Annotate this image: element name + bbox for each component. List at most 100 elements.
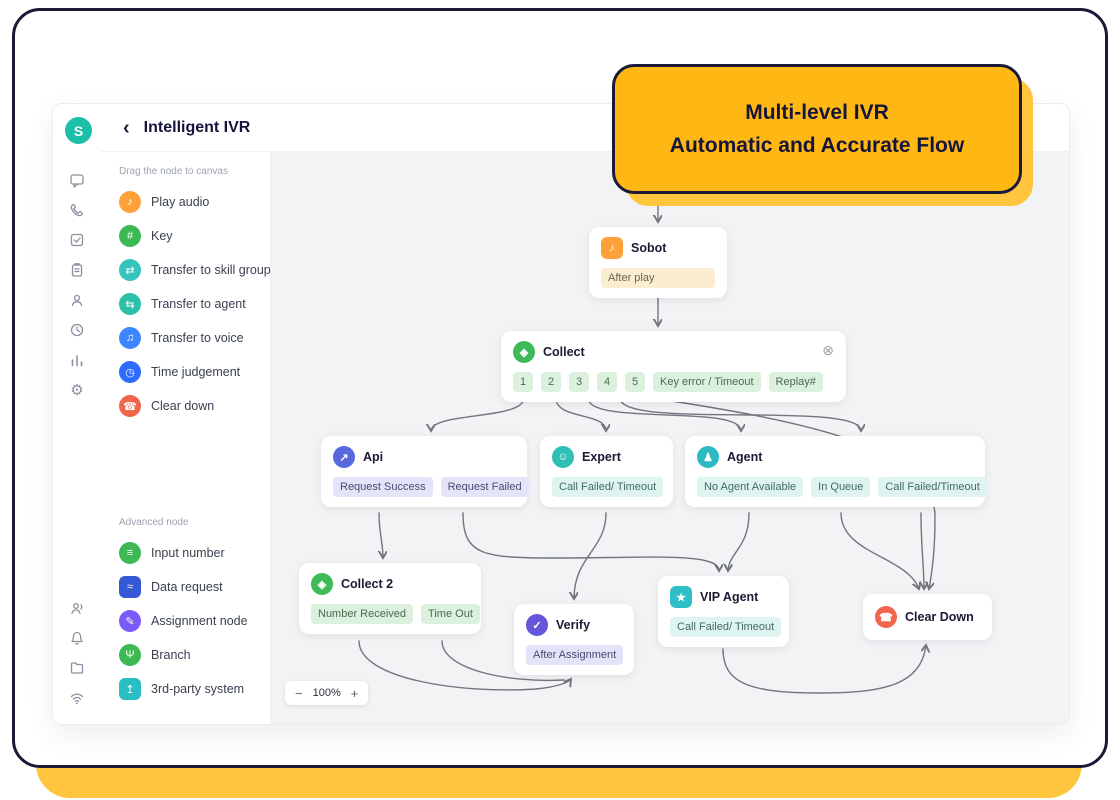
port-after-assignment: After Assignment [526,645,624,665]
palette-item-label: Data request [151,580,223,594]
palette-item-clear-down[interactable]: ☎ Clear down [101,389,270,423]
palette-item-assignment-node[interactable]: ✎ Assignment node [101,604,270,638]
flow-node-expert[interactable]: ☺ Expert Call Failed/ Timeout [540,436,673,507]
port-call-failed-timeout: Call Failed/ Timeout [670,617,782,637]
palette-item-time-judgement[interactable]: ◷ Time judgement [101,355,270,389]
port-request-failed: Request Failed [440,477,529,497]
node-title: Verify [556,618,591,632]
agent-icon: ♟ [697,446,719,468]
sobot-audio-icon: ♪ [601,237,623,259]
advanced-section-label: Advanced node [119,517,189,528]
api-icon: ↗ [333,446,355,468]
contacts-icon[interactable] [63,288,91,312]
palette-item-transfer-agent[interactable]: ⇆ Transfer to agent [101,287,270,321]
flow-node-api[interactable]: ↗ Api Request Success Request Failed [321,436,529,507]
port-in-queue: In Queue [811,477,871,497]
node-title: Expert [582,450,621,464]
palette-item-input-number[interactable]: ≡ Input number [101,536,270,570]
palette-item-label: Play audio [151,195,210,209]
close-icon[interactable]: ⊗ [822,342,834,358]
palette-item-label: Input number [151,546,225,560]
palette-item-transfer-voice[interactable]: ♫ Transfer to voice [101,321,270,355]
play-audio-icon: ♪ [119,191,141,213]
node-palette: Drag the node to canvas ♪ Play audio # K… [101,152,271,724]
clear-down-icon: ☎ [119,395,141,417]
assignment-node-icon: ✎ [119,610,141,632]
vip-agent-icon: ★ [670,586,692,608]
flow-node-verify[interactable]: ✓ Verify After Assignment [514,604,634,675]
transfer-voice-icon: ♫ [119,327,141,349]
port-replay: Replay# [768,372,823,392]
port-time-out: Time Out [421,604,480,624]
port-3: 3 [569,372,589,392]
clock-icon[interactable] [63,318,91,342]
spacer [101,423,270,517]
zoom-out-button[interactable]: − [295,685,303,701]
collect2-icon: ◈ [311,573,333,595]
bell-icon[interactable] [63,626,91,650]
port-call-failed-timeout: Call Failed/ Timeout [552,477,664,497]
time-judgement-icon: ◷ [119,361,141,383]
flow-node-collect[interactable]: ⊗ ◈ Collect 1 2 3 4 5 Key error / Timeou… [501,331,846,402]
palette-item-play-audio[interactable]: ♪ Play audio [101,185,270,219]
key-icon: # [119,225,141,247]
port-key-error-timeout: Key error / Timeout [653,372,761,392]
port-after-play: After play [601,268,715,288]
nav-rail-top-group: ⚙ [53,168,101,402]
banner-line-2: Automatic and Accurate Flow [669,134,965,157]
palette-item-label: Assignment node [151,614,248,628]
port-call-failed-timeout: Call Failed/Timeout [878,477,987,497]
node-title: Collect [543,345,585,359]
node-title: Collect 2 [341,577,394,591]
third-party-system-icon: ↥ [119,678,141,700]
port-1: 1 [513,372,533,392]
palette-item-3rd-party-system[interactable]: ↥ 3rd-party system [101,672,270,706]
node-title: Agent [727,450,763,464]
input-number-icon: ≡ [119,542,141,564]
user-voice-icon[interactable] [63,596,91,620]
check-square-icon[interactable] [63,228,91,252]
node-title: VIP Agent [700,590,759,604]
palette-item-transfer-skill-group[interactable]: ⇄ Transfer to skill group [101,253,271,287]
wifi-icon[interactable] [63,686,91,710]
palette-item-label: Transfer to agent [151,297,246,311]
transfer-skill-group-icon: ⇄ [119,259,141,281]
palette-item-label: Branch [151,648,191,662]
node-title: Api [363,450,384,464]
zoom-in-button[interactable]: + [350,685,359,701]
palette-item-label: Transfer to voice [151,331,244,345]
palette-item-label: Time judgement [151,365,241,379]
flow-node-agent[interactable]: ♟ Agent No Agent Available In Queue Call… [685,436,987,507]
promo-banner: Multi-level IVR Automatic and Accurate F… [612,64,1022,194]
data-request-icon: ≈ [119,576,141,598]
nav-rail-bottom-group [53,596,101,710]
clipboard-icon[interactable] [63,258,91,282]
chat-icon[interactable] [63,168,91,192]
flow-node-sobot[interactable]: ♪ Sobot After play [589,227,727,298]
flow-node-collect2[interactable]: ◈ Collect 2 Number Received Time Out [299,563,481,634]
node-title: Sobot [631,241,667,255]
palette-item-branch[interactable]: Ψ Branch [101,638,270,672]
phone-icon[interactable] [63,198,91,222]
flow-node-vip-agent[interactable]: ★ VIP Agent Call Failed/ Timeout [658,576,789,647]
flow-node-clear-down[interactable]: ☎ Clear Down [863,594,992,640]
bar-chart-icon[interactable] [63,348,91,372]
palette-item-key[interactable]: # Key [101,219,270,253]
palette-item-label: Transfer to skill group [151,263,271,277]
zoom-control: − 100% + [285,681,369,705]
port-2: 2 [541,372,561,392]
gear-icon[interactable]: ⚙ [70,382,84,399]
expert-icon: ☺ [552,446,574,468]
port-number-received: Number Received [311,604,414,624]
port-request-success: Request Success [333,477,433,497]
back-button[interactable]: ‹ [123,116,130,139]
palette-item-data-request[interactable]: ≈ Data request [101,570,270,604]
palette-item-label: 3rd-party system [151,682,245,696]
collect-icon: ◈ [513,341,535,363]
page-title: Intelligent IVR [143,118,251,136]
flow-canvas[interactable]: ♪ Sobot After play ⊗ ◈ Collect 1 2 3 [271,152,1069,724]
folder-icon[interactable] [63,656,91,680]
app-logo[interactable]: S [65,117,92,144]
node-title: Clear Down [905,610,974,624]
